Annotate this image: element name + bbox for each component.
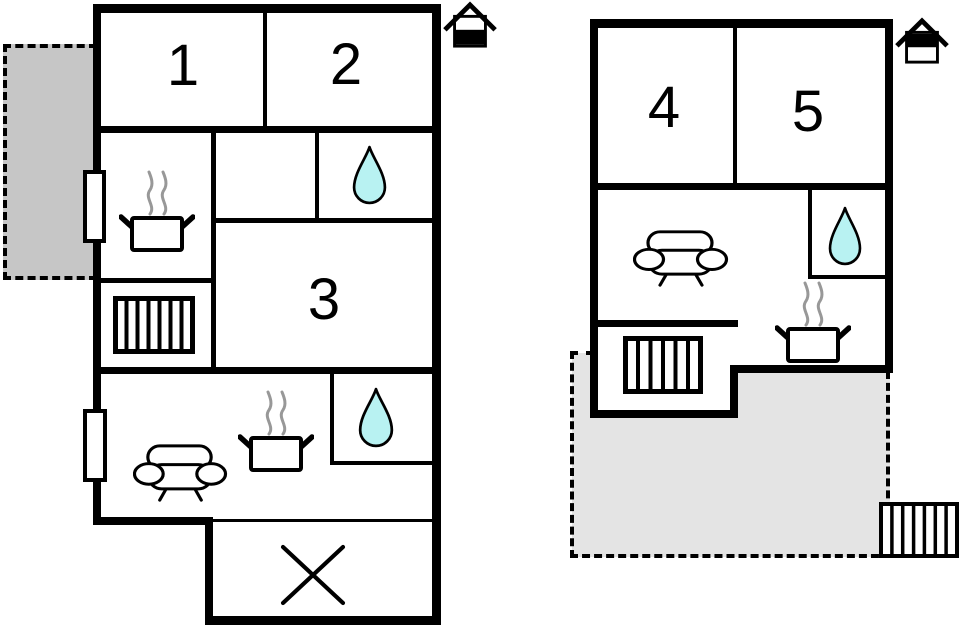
wall-segment [590, 19, 598, 418]
water-drop-icon [827, 206, 863, 266]
room-label-2: 2 [329, 32, 363, 97]
wall-segment [733, 28, 737, 183]
house-ground-floor-icon [442, 1, 498, 49]
wall-segment [93, 517, 213, 525]
wall-segment [885, 19, 893, 373]
wall-segment [211, 218, 432, 223]
wall-segment [213, 519, 432, 522]
room-label-1: 1 [166, 33, 200, 98]
wall-segment [432, 4, 441, 625]
wall-segment [93, 4, 101, 525]
outdoor-stairs-icon [879, 502, 959, 558]
wall-segment [93, 4, 441, 13]
stairs-icon [623, 336, 703, 394]
wall-segment [590, 410, 738, 418]
wall-segment [263, 13, 267, 130]
terrace-area [3, 44, 97, 280]
wall-segment [93, 367, 432, 374]
hotplate-icon [119, 170, 195, 254]
wall-segment [590, 19, 893, 28]
window [83, 409, 107, 482]
house-upper-floor-icon [894, 17, 950, 65]
entrance-cross-icon [280, 544, 346, 606]
wall-segment [808, 190, 812, 279]
water-drop-icon [351, 145, 388, 205]
wall-segment [93, 278, 216, 283]
hotplate-icon [775, 281, 851, 365]
room-label-5: 5 [791, 79, 825, 144]
wall-segment [205, 616, 441, 625]
stairs-icon [113, 296, 195, 354]
wall-segment [808, 275, 885, 279]
hotplate-icon [238, 390, 314, 474]
water-drop-icon [357, 387, 395, 448]
wall-segment [730, 365, 893, 373]
wall-segment [330, 461, 432, 465]
room-label-3: 3 [307, 267, 341, 332]
wall-segment [590, 320, 738, 327]
wall-segment [330, 374, 334, 465]
terrace-border [886, 371, 890, 558]
terrace-border [570, 351, 594, 355]
wall-segment [315, 128, 319, 222]
sofa-icon [133, 444, 228, 502]
wall-segment [93, 126, 432, 133]
wall-segment [590, 183, 893, 190]
terrace-border [570, 351, 574, 558]
window [83, 170, 106, 243]
wall-segment [211, 126, 216, 374]
terrace-border [570, 554, 891, 558]
wall-segment [205, 517, 213, 625]
room-label-4: 4 [647, 75, 681, 140]
sofa-icon [633, 230, 729, 287]
wall-segment [730, 365, 738, 418]
